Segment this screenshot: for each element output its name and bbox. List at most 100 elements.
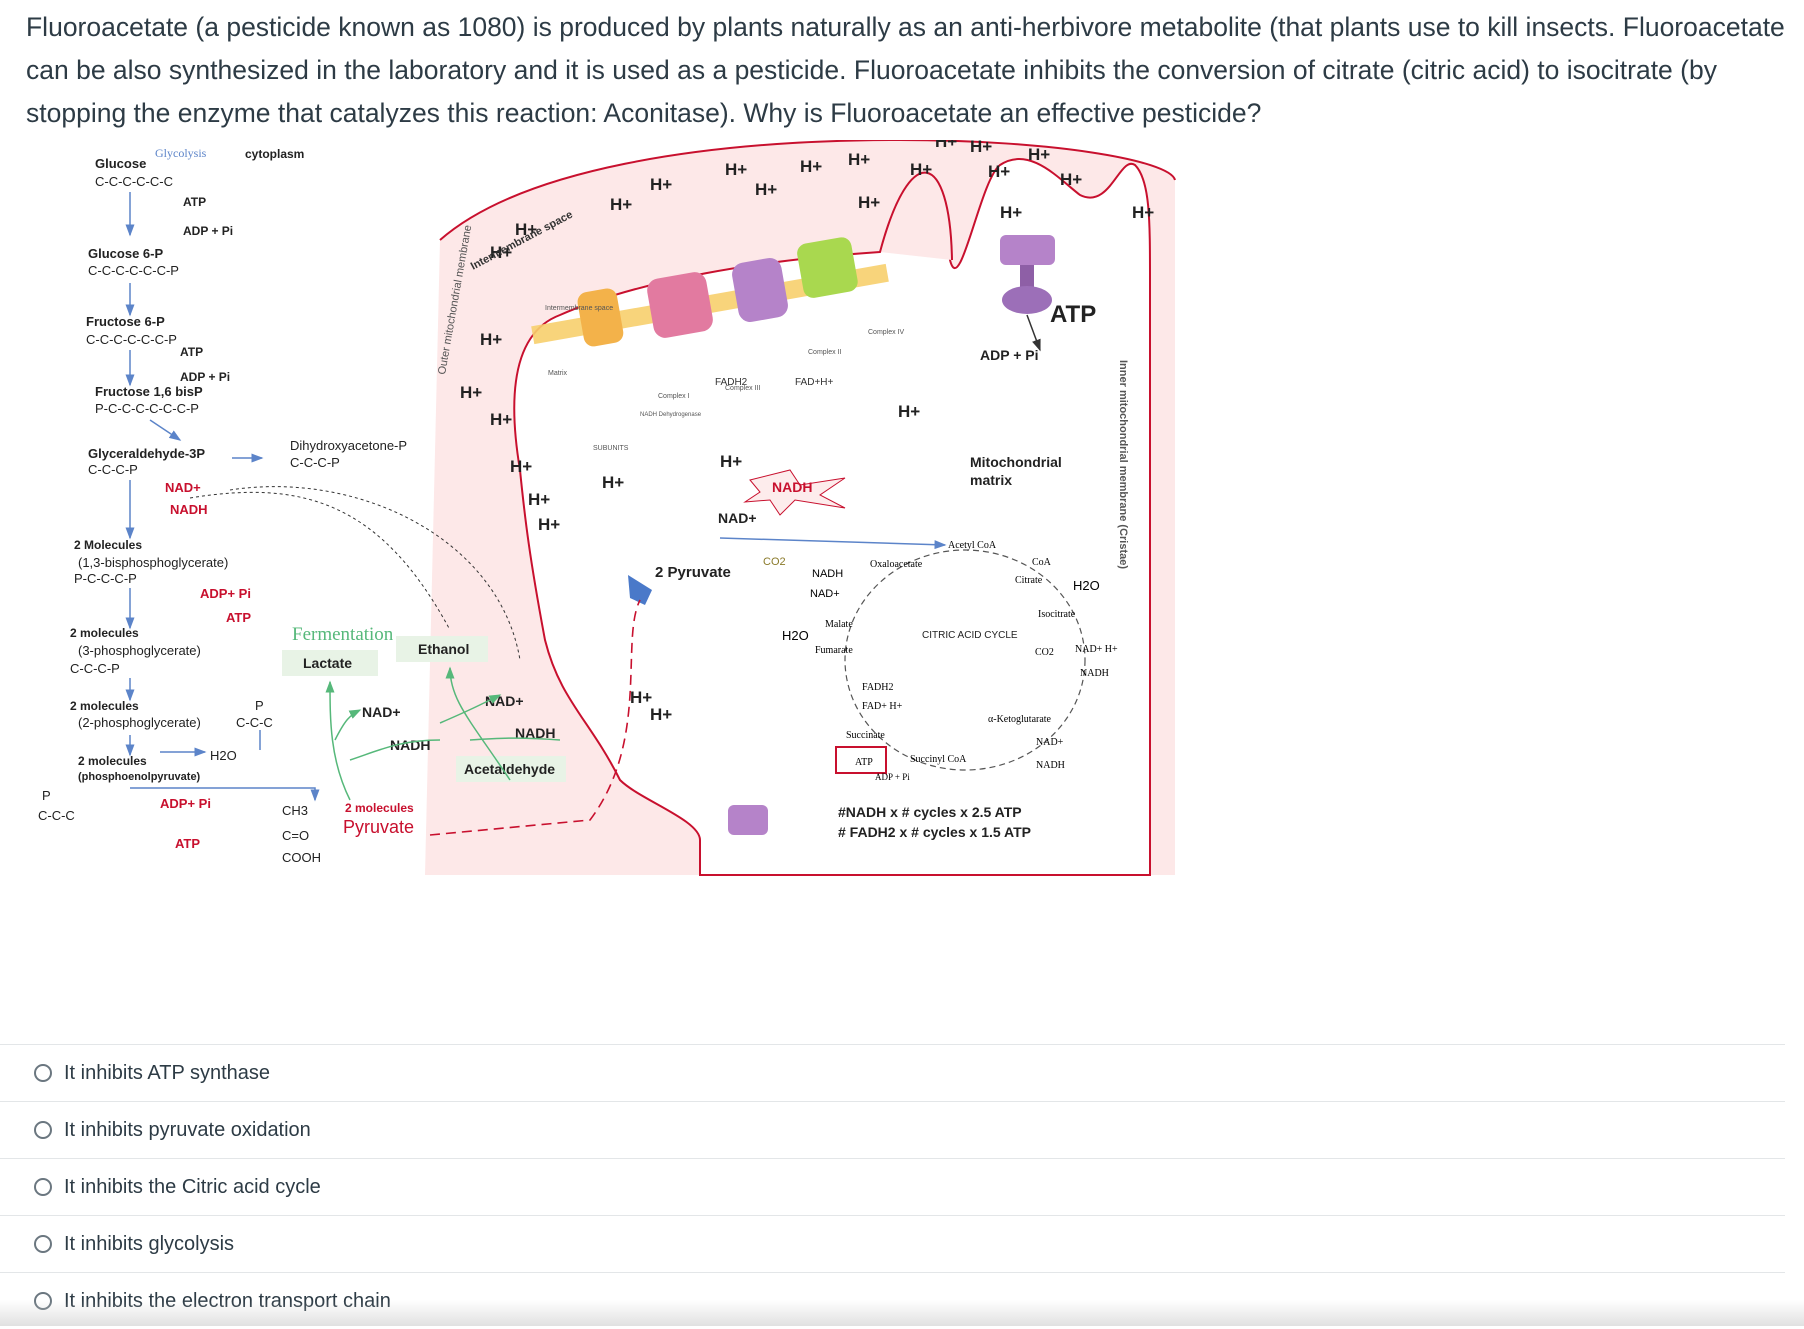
svg-text:Succinate: Succinate — [846, 730, 885, 741]
svg-text:Glycolysis: Glycolysis — [155, 146, 207, 160]
svg-text:FADH2: FADH2 — [862, 682, 893, 693]
svg-text:C-C-C-C-C-C-P: C-C-C-C-C-C-P — [86, 332, 177, 347]
svg-text:Inner mitochondrial membrane (: Inner mitochondrial membrane (Cristae) — [1117, 360, 1129, 569]
svg-text:C-C-C-C-C-C: C-C-C-C-C-C — [95, 174, 173, 189]
svg-text:C=O: C=O — [282, 828, 309, 843]
option-label: It inhibits the Citric acid cycle — [64, 1175, 321, 1198]
question-text: Fluoroacetate (a pesticide known as 1080… — [26, 12, 1785, 128]
svg-text:NADH: NADH — [1080, 668, 1109, 679]
svg-text:ADP + Pi: ADP + Pi — [875, 772, 910, 782]
svg-text:Fumarate: Fumarate — [815, 645, 853, 656]
svg-text:NAD+: NAD+ — [718, 510, 757, 526]
svg-text:Glyceraldehyde-3P: Glyceraldehyde-3P — [88, 446, 205, 461]
option-label: It inhibits ATP synthase — [64, 1061, 271, 1084]
svg-text:NAD+: NAD+ — [165, 480, 201, 495]
svg-text:ATP: ATP — [1050, 301, 1096, 328]
svg-text:P-C-C-C-C-C-C-P: P-C-C-C-C-C-C-P — [95, 401, 199, 416]
electron-transport-chain: Intermembrane space Matrix Complex I NAD… — [531, 237, 905, 452]
svg-text:ADP + Pi: ADP + Pi — [180, 370, 230, 384]
svg-text:H+: H+ — [755, 180, 777, 199]
svg-text:2 Molecules: 2 Molecules — [74, 538, 142, 552]
option-glycolysis[interactable]: It inhibits glycolysis — [0, 1215, 1785, 1272]
svg-text:H+: H+ — [858, 193, 880, 212]
svg-text:P: P — [255, 698, 264, 713]
svg-text:H+: H+ — [848, 150, 870, 169]
svg-text:COOH: COOH — [282, 850, 321, 865]
svg-text:CoA: CoA — [1032, 557, 1052, 568]
option-citric-acid-cycle[interactable]: It inhibits the Citric acid cycle — [0, 1158, 1785, 1215]
svg-text:Acetaldehyde: Acetaldehyde — [464, 761, 555, 777]
svg-text:C-C-C: C-C-C — [38, 808, 75, 823]
option-atp-synthase[interactable]: It inhibits ATP synthase — [0, 1044, 1785, 1101]
svg-text:H+: H+ — [1132, 203, 1154, 222]
svg-text:H2O: H2O — [1073, 578, 1100, 593]
svg-text:H+: H+ — [490, 243, 512, 262]
svg-text:Matrix: Matrix — [548, 370, 568, 377]
svg-text:NADH: NADH — [1036, 760, 1065, 771]
svg-text:H+: H+ — [1000, 203, 1022, 222]
svg-text:H+: H+ — [460, 383, 482, 402]
radio-button[interactable] — [34, 1235, 52, 1253]
svg-text:CO2: CO2 — [1035, 647, 1054, 658]
svg-text:H+: H+ — [650, 705, 672, 724]
svg-text:Complex I: Complex I — [658, 393, 690, 400]
svg-text:2 molecules: 2 molecules — [70, 699, 139, 713]
svg-text:NAD+: NAD+ — [810, 588, 840, 600]
svg-text:NADH Dehydrogenase: NADH Dehydrogenase — [640, 412, 702, 418]
option-pyruvate-oxidation[interactable]: It inhibits pyruvate oxidation — [0, 1101, 1785, 1158]
svg-text:SUBUNITS: SUBUNITS — [593, 445, 629, 452]
svg-text:Isocitrate: Isocitrate — [1038, 609, 1076, 620]
svg-text:ADP+ Pi: ADP+ Pi — [160, 796, 211, 811]
svg-text:FADH2: FADH2 — [715, 377, 748, 388]
svg-text:H+: H+ — [898, 402, 920, 421]
svg-text:(2-phosphoglycerate): (2-phosphoglycerate) — [78, 715, 201, 730]
svg-text:cytoplasm: cytoplasm — [245, 147, 304, 161]
option-label: It inhibits glycolysis — [64, 1232, 235, 1255]
svg-text:H+: H+ — [515, 220, 537, 239]
atp-synthase-small-icon — [728, 805, 768, 835]
svg-text:CH3: CH3 — [282, 803, 308, 818]
svg-text:2 Pyruvate: 2 Pyruvate — [655, 564, 731, 581]
radio-button[interactable] — [34, 1064, 52, 1082]
svg-text:H2O: H2O — [782, 628, 809, 643]
svg-text:Pyruvate: Pyruvate — [343, 817, 414, 837]
svg-text:NAD+: NAD+ — [485, 693, 524, 709]
svg-text:ATP: ATP — [226, 610, 251, 625]
bottom-shadow — [0, 1300, 1804, 1326]
svg-text:2 molecules: 2 molecules — [78, 754, 147, 768]
svg-text:NAD+ H+: NAD+ H+ — [1075, 644, 1118, 655]
answer-options: It inhibits ATP synthase It inhibits pyr… — [0, 1044, 1785, 1329]
svg-text:C-C-C-P: C-C-C-P — [290, 455, 340, 470]
svg-text:C-C-C: C-C-C — [236, 715, 273, 730]
svg-text:H+: H+ — [610, 195, 632, 214]
svg-text:H+: H+ — [630, 688, 652, 707]
svg-text:C-C-C-C-C-C-P: C-C-C-C-C-C-P — [88, 263, 179, 278]
svg-text:H2O: H2O — [210, 748, 237, 763]
svg-text:Dihydroxyacetone-P: Dihydroxyacetone-P — [290, 438, 407, 453]
svg-text:H+: H+ — [725, 160, 747, 179]
radio-button[interactable] — [34, 1178, 52, 1196]
svg-text:#NADH x # cycles x 2.5 ATP: #NADH x # cycles x 2.5 ATP — [838, 804, 1022, 820]
svg-text:P-C-C-C-P: P-C-C-C-P — [74, 571, 137, 586]
svg-text:Fructose 1,6 bisP: Fructose 1,6 bisP — [95, 384, 203, 399]
svg-text:H+: H+ — [528, 490, 550, 509]
svg-text:H+: H+ — [1060, 170, 1082, 189]
cellular-respiration-diagram: Intermembrane space Matrix Complex I NAD… — [38, 140, 1176, 876]
svg-text:C-C-C-P: C-C-C-P — [70, 661, 120, 676]
radio-button[interactable] — [34, 1121, 52, 1139]
svg-text:(phosphoenolpyruvate): (phosphoenolpyruvate) — [78, 771, 201, 783]
svg-text:NAD+: NAD+ — [362, 704, 401, 720]
svg-text:Mitochondrial: Mitochondrial — [970, 454, 1062, 470]
svg-text:# FADH2 x # cycles x 1.5 ATP: # FADH2 x # cycles x 1.5 ATP — [838, 824, 1031, 840]
svg-text:(1,3-bisphosphoglycerate): (1,3-bisphosphoglycerate) — [78, 555, 228, 570]
svg-text:ATP: ATP — [180, 345, 203, 359]
svg-text:ADP+ Pi: ADP+ Pi — [200, 586, 251, 601]
svg-text:ATP: ATP — [855, 757, 873, 768]
svg-text:2 molecules: 2 molecules — [70, 626, 139, 640]
svg-text:H+: H+ — [910, 160, 932, 179]
svg-text:Complex III: Complex III — [725, 385, 760, 392]
svg-text:Oxaloacetate: Oxaloacetate — [870, 559, 923, 570]
svg-text:Complex IV: Complex IV — [868, 329, 905, 336]
svg-text:H+: H+ — [1028, 145, 1050, 164]
svg-text:H+: H+ — [970, 140, 992, 156]
